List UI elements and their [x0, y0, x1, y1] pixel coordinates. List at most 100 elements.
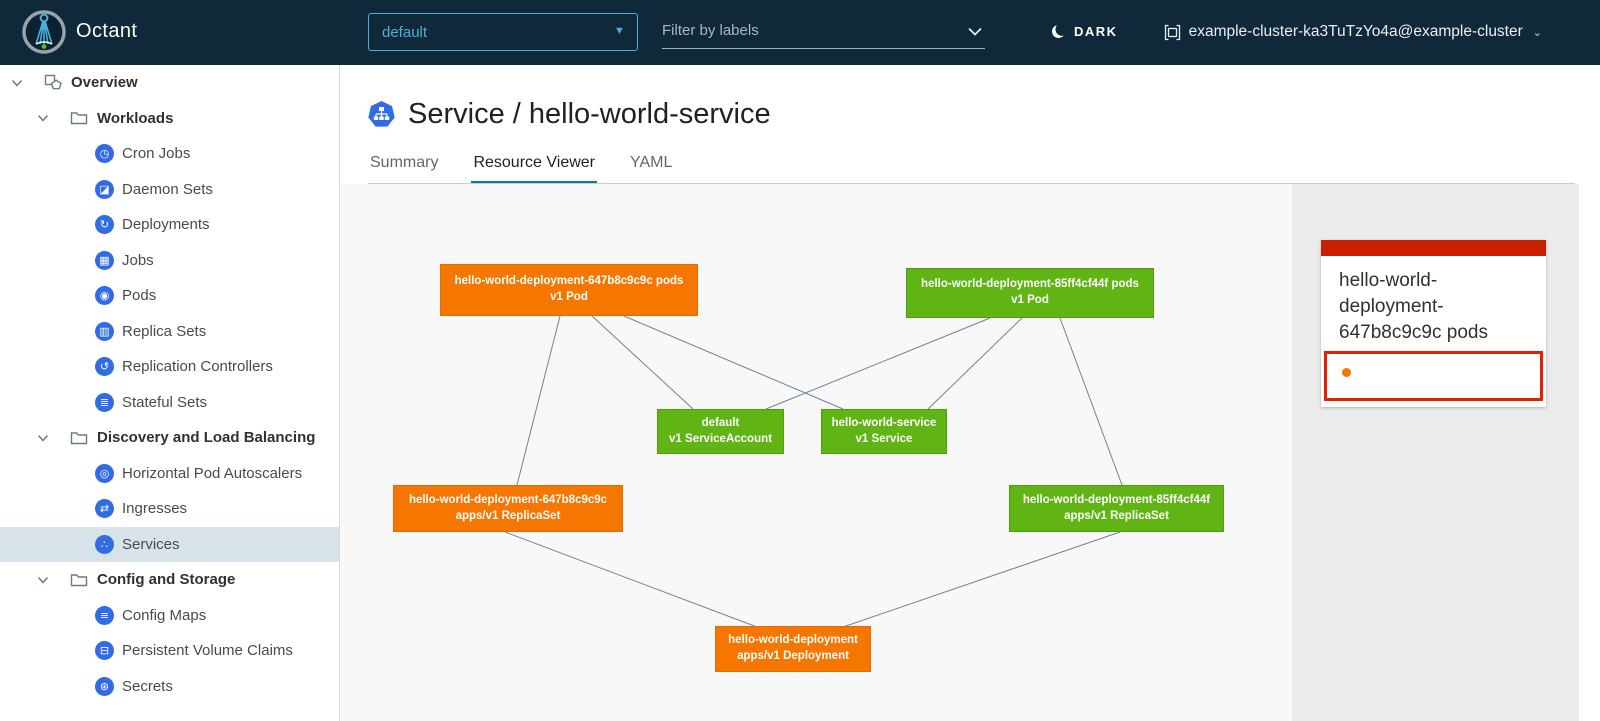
node-subtitle: v1 Pod: [1011, 294, 1049, 306]
sidebar-item-discovery-and-load-balancing[interactable]: Discovery and Load Balancing: [0, 420, 339, 456]
sidebar-item-ingresses[interactable]: ⇄ Ingresses: [0, 491, 339, 527]
page-title: Service / hello-world-service: [408, 98, 771, 130]
graph-node-pods-647b8c9c9c[interactable]: hello-world-deployment-647b8c9c9c pods v1…: [440, 264, 698, 316]
deployments-icon: ↻: [95, 215, 114, 235]
label-filter-input[interactable]: [662, 13, 952, 47]
dropdown-caret-icon[interactable]: ▼: [614, 25, 625, 37]
graph-edge-pods-647b8c9c9c-to-service-hello-world-service: [623, 315, 844, 410]
sidebar-item-label: Discovery and Load Balancing: [97, 429, 316, 447]
node-title: hello-world-deployment: [728, 634, 858, 647]
node-title: hello-world-deployment-85ff4cf44f: [1022, 493, 1211, 506]
chevron-down-icon[interactable]: [10, 76, 26, 90]
cron-jobs-icon: ◷: [95, 144, 114, 164]
sidebar-item-jobs[interactable]: ▦ Jobs: [0, 243, 339, 279]
app-title: Octant: [76, 20, 138, 42]
sidebar-item-replication-controllers[interactable]: ↺ Replication Controllers: [0, 349, 339, 385]
sidebar-item-config-maps[interactable]: ≡Config Maps: [0, 598, 339, 634]
graph-edge-pods-85ff4cf44f-to-replicaset-85ff4cf44f: [1059, 317, 1123, 486]
sidebar-item-persistent-volume-claims[interactable]: ⊟Persistent Volume Claims: [0, 633, 339, 669]
sidebar-item-label: Pods: [122, 287, 157, 305]
top-bar: Octant ▼ DARK example-cluster-ka3TuTzYo4…: [0, 0, 1600, 65]
sidebar-item-deployments[interactable]: ↻ Deployments: [0, 207, 339, 243]
graph-edge-replicaset-85ff4cf44f-to-deployment-hello-world-deployment: [842, 531, 1121, 628]
tab-yaml[interactable]: YAML: [630, 154, 673, 171]
namespace-dropdown[interactable]: [368, 13, 638, 51]
sidebar-item-label: Workloads: [97, 109, 174, 127]
sidebar-item-config-and-storage[interactable]: Config and Storage: [0, 562, 339, 598]
node-title: hello-world-deployment-647b8c9c9c pods: [454, 275, 684, 288]
octant-logo-icon[interactable]: [22, 10, 66, 54]
sidebar-item-services[interactable]: ∴Services: [0, 526, 339, 562]
node-subtitle: v1 ServiceAccount: [669, 432, 772, 445]
cluster-icon: [1164, 24, 1181, 41]
replica-sets-icon: ▥: [95, 321, 114, 341]
folder-icon: [70, 110, 89, 126]
sidebar-item-stateful-sets[interactable]: ≣Stateful Sets: [0, 385, 339, 421]
chevron-down-icon[interactable]: [36, 573, 52, 587]
sidebar-item-horizontal-pod-autoscalers[interactable]: ◎Horizontal Pod Autoscalers: [0, 456, 339, 492]
folder-icon: [70, 572, 89, 588]
graph-edge-pods-85ff4cf44f-to-serviceaccount-default: [765, 317, 991, 410]
sidebar-item-label: Replication Controllers: [122, 358, 273, 376]
sidebar-item-secrets[interactable]: ⊛Secrets: [0, 669, 339, 705]
horizontal-pod-autoscalers-icon: ◎: [95, 463, 114, 483]
cluster-context-label: example-cluster-ka3TuTzYo4a@example-clus…: [1188, 23, 1523, 40]
jobs-icon: ▦: [95, 250, 114, 270]
sidebar-item-overview[interactable]: Overview: [0, 65, 339, 101]
cluster-context-selector[interactable]: example-cluster-ka3TuTzYo4a@example-clus…: [1164, 23, 1542, 41]
pod-status-dot[interactable]: [1342, 368, 1351, 377]
tab-summary[interactable]: Summary: [370, 154, 439, 171]
chevron-down-icon[interactable]: [36, 111, 52, 125]
label-filter: [662, 13, 985, 49]
graph-node-pods-85ff4cf44f[interactable]: hello-world-deployment-85ff4cf44f pods v1…: [906, 268, 1154, 318]
chevron-down-icon[interactable]: [36, 431, 52, 445]
tab-resource-viewer[interactable]: Resource Viewer: [471, 150, 597, 184]
replication-controllers-icon: ↺: [95, 357, 114, 377]
graph-edge-replicaset-647b8c9c9c-to-deployment-hello-world-deployment: [504, 531, 758, 628]
sidebar-item-daemon-sets[interactable]: ◪Daemon Sets: [0, 172, 339, 208]
sidebar-item-label: Replica Sets: [122, 322, 207, 340]
sidebar-item-label: Secrets: [122, 677, 173, 695]
theme-toggle-button[interactable]: DARK: [1052, 24, 1118, 39]
pods-icon: ◉: [95, 286, 114, 306]
graph-edge-pods-85ff4cf44f-to-service-hello-world-service: [927, 317, 1023, 410]
sidebar-item-label: Cron Jobs: [122, 145, 191, 163]
tab-bar: Summary Resource Viewer YAML: [368, 150, 705, 184]
graph-edges: [504, 315, 1123, 628]
folder-icon: [70, 430, 89, 446]
sidebar-item-label: Jobs: [122, 251, 154, 269]
sidebar-item-label: Services: [122, 535, 180, 553]
detail-card-title: hello-world-deployment-647b8c9c9c pods: [1339, 270, 1488, 343]
chevron-down-icon[interactable]: [967, 25, 983, 43]
node-subtitle: v1 Pod: [550, 291, 588, 303]
graph-canvas: hello-world-deployment-647b8c9c9c pods v1…: [340, 184, 1292, 721]
node-title: hello-world-deployment-647b8c9c9c: [408, 493, 608, 506]
sidebar-item-label: Overview: [71, 74, 138, 92]
sidebar-item-cron-jobs[interactable]: ◷ Cron Jobs: [0, 136, 339, 172]
sidebar-item-label: Daemon Sets: [122, 180, 213, 198]
node-title: hello-world-service: [831, 416, 937, 429]
graph-node-service-hello-world-service[interactable]: hello-world-service v1 Service: [821, 409, 947, 454]
graph-edge-pods-647b8c9c9c-to-serviceaccount-default: [591, 315, 694, 410]
overview-icon: [44, 74, 63, 91]
sidebar-item-workloads[interactable]: Workloads: [0, 101, 339, 137]
ingresses-icon: ⇄: [95, 499, 114, 519]
sidebar-item-label: Persistent Volume Claims: [122, 642, 293, 660]
sidebar-item-label: Ingresses: [122, 500, 188, 518]
sidebar-item-label: Deployments: [122, 216, 210, 234]
node-detail-card: hello-world-deployment-647b8c9c9c pods: [1321, 240, 1546, 407]
graph-edge-pods-647b8c9c9c-to-replicaset-647b8c9c9c: [516, 315, 561, 486]
node-subtitle: v1 Service: [855, 432, 913, 445]
tab-divider: [368, 183, 1575, 184]
sidebar-item-replica-sets[interactable]: ▥ Replica Sets: [0, 314, 339, 350]
context-caret-icon: ⌄: [1532, 26, 1542, 39]
detail-panel: hello-world-deployment-647b8c9c9c pods: [1292, 184, 1579, 721]
sidebar-item-pods[interactable]: ◉ Pods: [0, 278, 339, 314]
node-title: hello-world-deployment-85ff4cf44f pods: [921, 278, 1139, 291]
